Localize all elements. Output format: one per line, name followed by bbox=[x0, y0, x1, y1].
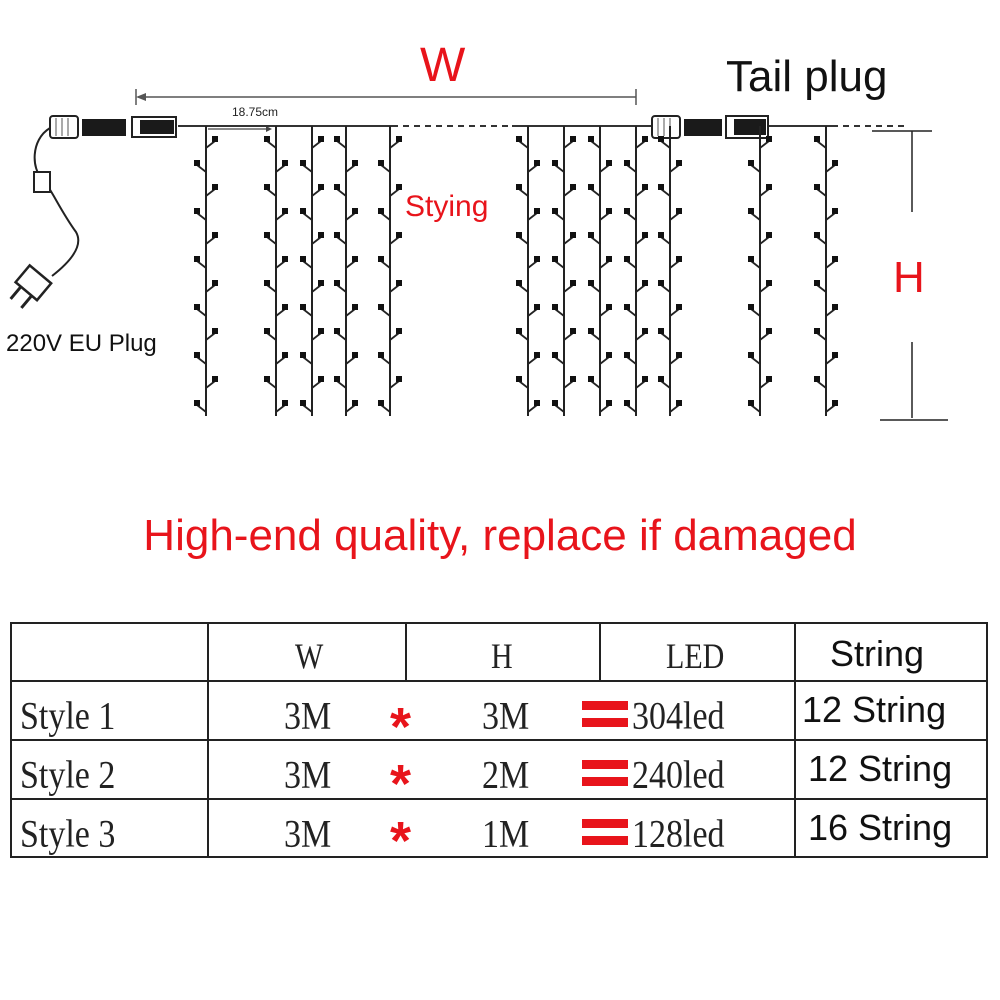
tail-connector bbox=[651, 115, 769, 139]
spacing-label: 18.75cm bbox=[232, 105, 279, 119]
led-strand bbox=[334, 126, 358, 416]
row-style-label: Style 3 bbox=[20, 813, 116, 856]
tail-plug-label: Tail plug bbox=[726, 52, 888, 101]
led-strand bbox=[264, 126, 288, 416]
header-led: LED bbox=[666, 636, 725, 677]
led-strand bbox=[624, 126, 648, 416]
row-style-label: Style 2 bbox=[20, 754, 116, 797]
row-height: 1M bbox=[482, 813, 530, 856]
cord-switch bbox=[33, 171, 51, 193]
row-width: 3M bbox=[284, 813, 332, 856]
led-strand bbox=[516, 126, 540, 416]
row-led-count: 304led bbox=[632, 695, 725, 738]
equals-icon bbox=[582, 701, 628, 727]
table-divider bbox=[405, 624, 407, 680]
headline: High-end quality, replace if damaged bbox=[143, 511, 857, 560]
table-divider bbox=[599, 624, 601, 680]
row-height: 3M bbox=[482, 695, 530, 738]
equals-icon bbox=[582, 760, 628, 786]
header-w: W bbox=[295, 636, 324, 677]
equals-icon bbox=[582, 819, 628, 845]
eu-plug-icon bbox=[9, 263, 53, 309]
head-connector bbox=[49, 115, 177, 139]
table-divider bbox=[12, 856, 986, 858]
plug-label: 220V EU Plug bbox=[6, 330, 157, 357]
row-led-count: 128led bbox=[632, 813, 725, 856]
led-strand bbox=[588, 126, 612, 416]
led-strand bbox=[748, 126, 772, 416]
table-divider bbox=[12, 798, 986, 800]
table-divider bbox=[12, 680, 986, 682]
curtain-light-diagram: W Tail plug H 18.75cm Stying 220V EU Plu… bbox=[0, 0, 1000, 440]
width-label: W bbox=[420, 39, 466, 92]
height-label: H bbox=[893, 253, 925, 302]
spec-table: W H LED String Style 1 3M * 3M 304led 12… bbox=[10, 622, 988, 868]
styling-label: Stying bbox=[403, 190, 491, 223]
led-strand bbox=[378, 126, 402, 416]
table-divider bbox=[794, 624, 796, 856]
table-divider bbox=[12, 739, 986, 741]
header-string: String bbox=[830, 633, 925, 674]
led-strand bbox=[300, 126, 324, 416]
multiply-icon: * bbox=[390, 697, 412, 757]
multiply-icon: * bbox=[390, 754, 412, 814]
led-strands bbox=[194, 126, 838, 416]
row-height: 2M bbox=[482, 754, 530, 797]
row-width: 3M bbox=[284, 754, 332, 797]
led-strand bbox=[552, 126, 576, 416]
led-strand bbox=[814, 126, 838, 416]
led-strand bbox=[194, 126, 218, 416]
width-arrow-head bbox=[136, 93, 146, 101]
row-led-count: 240led bbox=[632, 754, 725, 797]
row-string-count: 12 String bbox=[808, 748, 953, 789]
diagram-drawing bbox=[9, 89, 948, 421]
table-divider bbox=[207, 624, 209, 856]
row-string-count: 16 String bbox=[808, 807, 953, 848]
power-cord bbox=[33, 127, 80, 277]
header-h: H bbox=[491, 636, 513, 677]
row-style-label: Style 1 bbox=[20, 695, 116, 738]
row-string-count: 12 String bbox=[802, 689, 947, 730]
row-width: 3M bbox=[284, 695, 332, 738]
multiply-icon: * bbox=[390, 811, 412, 871]
led-strand bbox=[658, 126, 682, 416]
